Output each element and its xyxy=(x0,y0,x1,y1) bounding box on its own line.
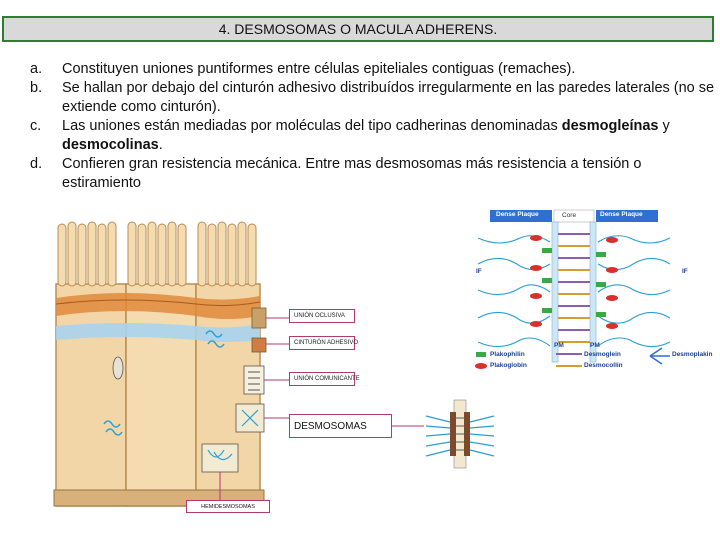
dense-plaque-left-label: Dense Plaque xyxy=(496,211,539,218)
list-marker: c. xyxy=(30,118,42,134)
if-right-label: IF xyxy=(682,268,688,275)
legend-plakophilin-label: Plakophilin xyxy=(490,351,525,358)
hemidesmosome-inset xyxy=(201,443,239,473)
desmoplakin-marks xyxy=(530,235,618,329)
list-item: b. Se hallan por debajo del cinturón adhe… xyxy=(30,79,720,117)
list-text: Se hallan por debajo del cinturón adhesi… xyxy=(62,79,720,117)
epithelial-cell-diagram xyxy=(53,221,289,507)
list-marker: d. xyxy=(30,156,43,172)
list-text: Las uniones están mediadas por moléculas… xyxy=(62,117,720,155)
core-cadherins xyxy=(558,233,590,343)
terminal-web-band xyxy=(56,323,260,342)
bold-term: desmogleínas xyxy=(561,118,659,134)
text-run: Se hallan por debajo del cinturón adhesi… xyxy=(62,80,715,115)
core-label: Core xyxy=(562,212,577,219)
if-left-label: IF xyxy=(476,268,482,275)
adhesive-belt-band xyxy=(55,293,261,319)
occluding-junction xyxy=(251,307,267,329)
legend-plakoglobin-label: Plakoglobin xyxy=(490,362,527,369)
slide-title-bar: 4. DESMOSOMAS O MACULA ADHERENS. xyxy=(2,16,714,42)
plakophilin-marks xyxy=(542,248,606,317)
plasma-membrane-right xyxy=(589,221,597,363)
pm-right-label: PM xyxy=(590,342,600,349)
bold-term: desmocolinas xyxy=(62,137,159,153)
adhesive-junction xyxy=(251,337,267,353)
desmosome-connector xyxy=(392,425,428,427)
text-run: . xyxy=(158,137,163,153)
text-run: Confieren gran resistencia mecánica. Ent… xyxy=(62,156,642,191)
legend-desmocollin-label: Desmocollin xyxy=(584,362,623,369)
desmosome-closeup xyxy=(424,398,496,470)
list-text: Confieren gran resistencia mecánica. Ent… xyxy=(62,155,720,193)
core-plate xyxy=(553,209,595,223)
desmosome-molecular-diagram xyxy=(475,209,671,369)
plasma-membrane-left xyxy=(551,221,559,363)
legend-desmoglein-label: Desmoglein xyxy=(584,351,621,358)
list-marker: b. xyxy=(30,80,43,96)
list-item: c. Las uniones están mediadas por molécul… xyxy=(30,117,720,155)
label-desmosomes: DESMOSOMAS xyxy=(289,414,392,438)
label-communicating-junction: UNIÓN COMUNICANTE xyxy=(289,372,360,386)
label-hemidesmosomes: HEMIDESMOSOMAS xyxy=(186,500,270,513)
dense-plaque-right-label: Dense Plaque xyxy=(600,211,643,218)
list-item: d. Confieren gran resistencia mecánica. E… xyxy=(30,155,720,193)
label-adhesive-belt: CINTURÓN ADHESIVO xyxy=(289,336,358,350)
list-text: Constituyen uniones puntiformes entre cé… xyxy=(62,60,720,79)
label-occluding-junction: UNIÓN OCLUSIVA xyxy=(289,309,355,323)
pm-left-label: PM xyxy=(554,342,564,349)
cell-desmosome-patches xyxy=(103,330,225,436)
legend-desmoplakin-label: Desmoplakin xyxy=(672,351,713,358)
legend-desmoplakin-icon xyxy=(649,347,670,365)
text-run: y xyxy=(658,118,670,134)
legend-plakophilin-icon xyxy=(476,352,486,357)
dense-plaque-left-plate xyxy=(490,210,552,222)
microvilli xyxy=(57,221,257,287)
intermediate-filaments-right xyxy=(597,235,671,348)
legend-plakoglobin-icon xyxy=(475,363,487,369)
list-marker: a. xyxy=(30,61,43,77)
slide-title: 4. DESMOSOMAS O MACULA ADHERENS. xyxy=(218,21,498,37)
list-item: a. Constituyen uniones puntiformes entre … xyxy=(30,60,720,79)
intermediate-filaments-left xyxy=(477,235,551,348)
vesicle xyxy=(112,356,124,380)
dense-plaque-right-plate xyxy=(596,210,658,222)
text-run: Las uniones están mediadas por moléculas… xyxy=(62,118,562,134)
text-run: Constituyen uniones puntiformes entre cé… xyxy=(62,61,576,77)
bullet-list: a. Constituyen uniones puntiformes entre … xyxy=(30,60,720,193)
